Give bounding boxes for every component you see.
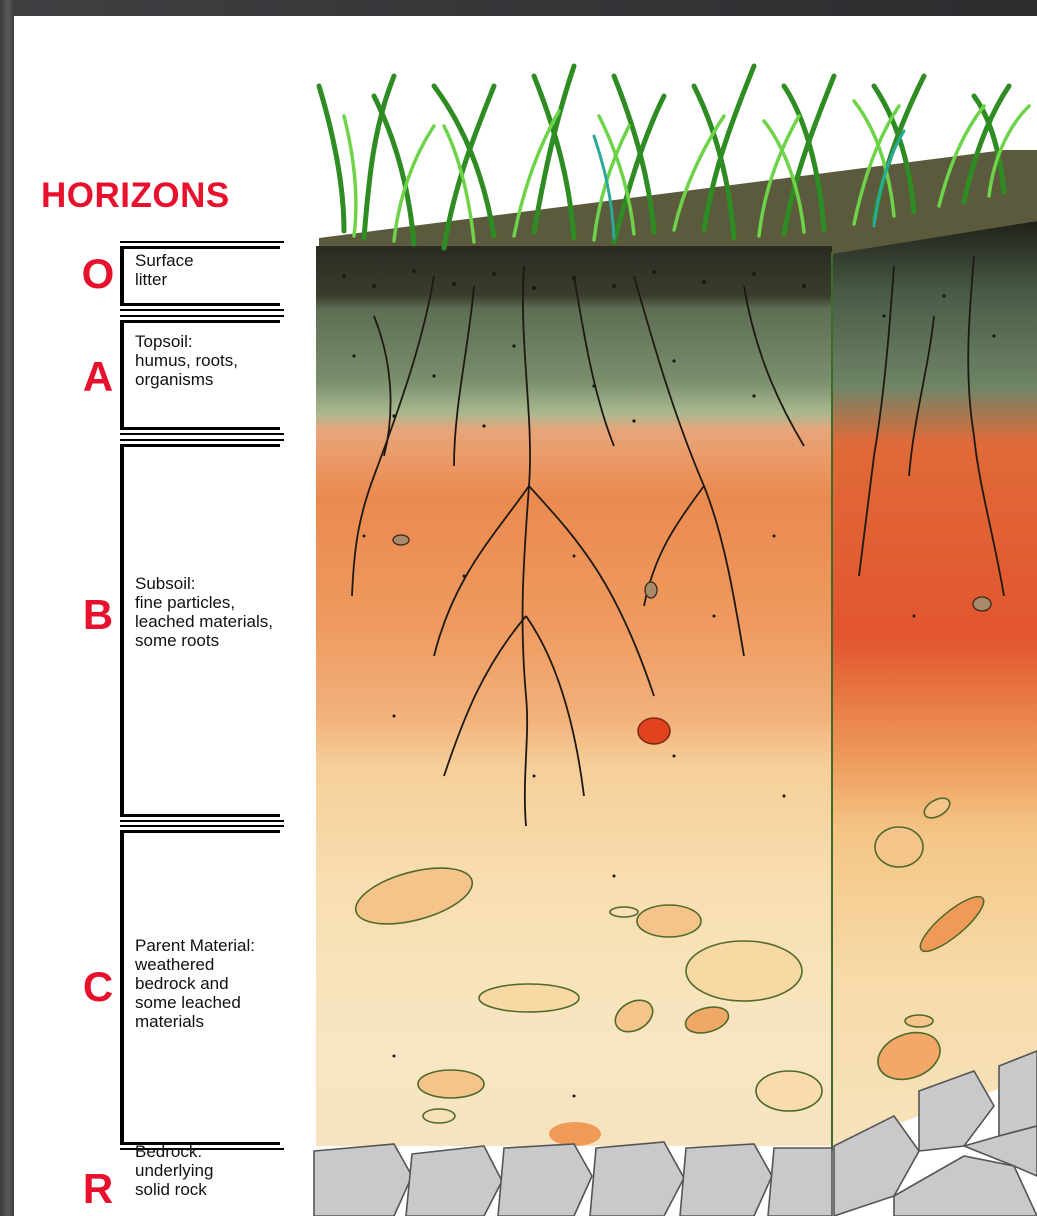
pebble [549,1122,601,1146]
pebble [638,718,670,744]
soil-profile-block-illustration [14,16,1037,1216]
diagram-panel: HORIZONS O Surface litter A Topsoil: hum… [14,16,1037,1216]
pebble [645,582,657,598]
pebble [393,535,409,545]
pebble [973,597,991,611]
front-soil-face [316,246,832,1146]
side-soil-face [832,221,1037,1146]
